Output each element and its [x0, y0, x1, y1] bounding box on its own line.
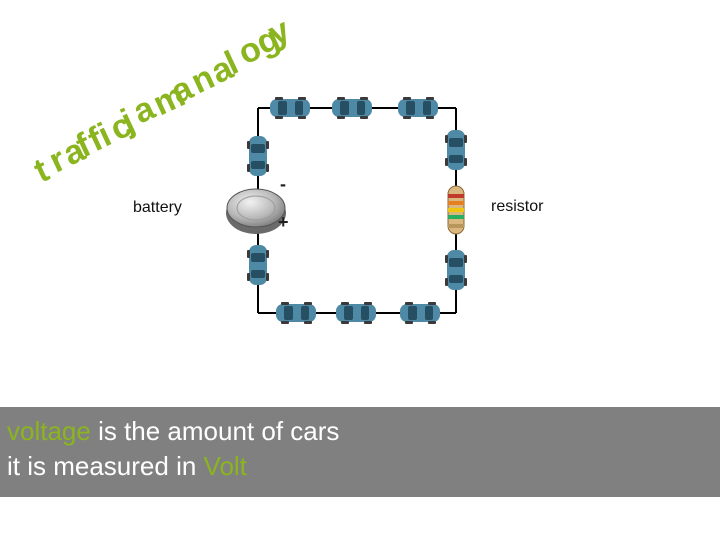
car-icon: [398, 97, 438, 119]
negative-terminal-sign: -: [280, 174, 286, 194]
caption-line-1: voltage is the amount of cars: [7, 416, 339, 447]
car-icon: [276, 302, 316, 324]
resistor-label: resistor: [491, 198, 544, 215]
voltage-term: voltage: [7, 416, 91, 446]
resistor-icon: [447, 185, 465, 235]
battery-icon: [226, 188, 286, 234]
caption-line-2-text: it is measured in: [7, 451, 204, 481]
car-icon: [445, 250, 467, 290]
car-icon: [247, 136, 269, 176]
caption-box: voltage is the amount of cars it is meas…: [0, 407, 720, 497]
caption-line-2: it is measured in Volt: [7, 451, 247, 482]
car-icon: [445, 130, 467, 170]
battery-label: battery: [133, 199, 182, 216]
car-icon: [247, 245, 269, 285]
car-icon: [332, 97, 372, 119]
caption-line-1-text: is the amount of cars: [90, 416, 340, 446]
positive-terminal-sign: +: [278, 212, 289, 232]
volt-term: Volt: [203, 451, 247, 481]
car-icon: [400, 302, 440, 324]
car-icon: [336, 302, 376, 324]
car-icon: [270, 97, 310, 119]
wire-loop: [257, 107, 457, 314]
